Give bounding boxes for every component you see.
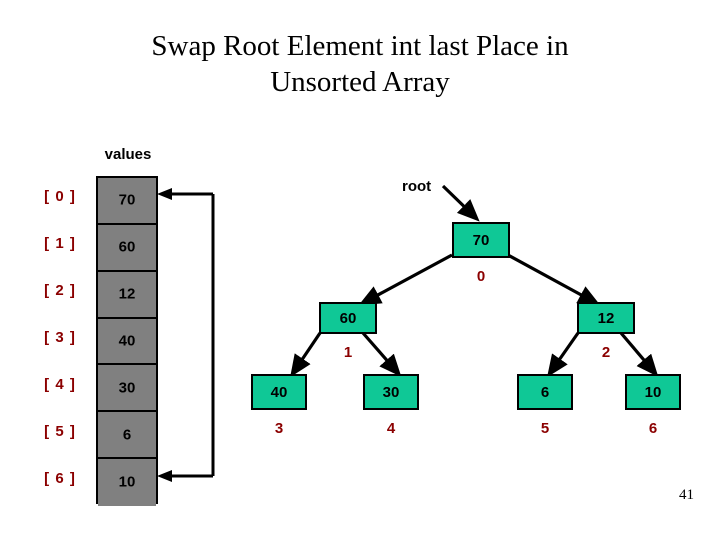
array-cell-3[interactable]: 40 (98, 318, 156, 366)
values-array: 70 60 12 40 30 6 10 (96, 176, 158, 506)
tree-node-value: 70 (472, 231, 490, 249)
array-index-5: [ 5 ] (44, 423, 76, 440)
tree-node-60[interactable]: 60 (319, 302, 377, 334)
array-index-0: [ 0 ] (44, 188, 76, 205)
page-number: 41 (679, 487, 694, 503)
root-pointer-arrow (441, 184, 480, 222)
tree-node-6[interactable]: 6 (517, 374, 573, 410)
tree-node-index-1: 1 (343, 344, 353, 361)
tree-node-value: 40 (270, 383, 288, 401)
tree-node-value: 6 (540, 383, 550, 401)
array-cell-2[interactable]: 12 (98, 271, 156, 319)
array-cell-value: 6 (122, 426, 132, 444)
tree-node-30[interactable]: 30 (363, 374, 419, 410)
edge-n1-n4 (361, 331, 402, 377)
array-cell-value: 12 (118, 285, 136, 303)
tree-node-10[interactable]: 10 (625, 374, 681, 410)
tree-node-index-0: 0 (476, 268, 486, 285)
tree-node-index-6: 6 (648, 420, 658, 437)
array-cell-value: 40 (118, 332, 136, 350)
array-index-6: [ 6 ] (44, 470, 76, 487)
tree-node-index-4: 4 (386, 420, 396, 437)
array-cell-4[interactable]: 30 (98, 365, 156, 413)
edge-n1-n3 (290, 332, 322, 378)
tree-node-12[interactable]: 12 (577, 302, 635, 334)
tree-node-70[interactable]: 70 (452, 222, 510, 258)
edge-n2-n6 (619, 331, 659, 377)
edge-n2-n5 (547, 332, 580, 378)
array-index-2: [ 2 ] (44, 282, 76, 299)
tree-node-value: 60 (339, 309, 357, 327)
page-title: Swap Root Element int last Place in Unso… (151, 30, 569, 98)
tree-node-index-3: 3 (274, 420, 284, 437)
tree-node-40[interactable]: 40 (251, 374, 307, 410)
swap-arrowhead-bottom (157, 470, 172, 482)
array-index-3: [ 3 ] (44, 329, 76, 346)
array-cell-value: 70 (118, 191, 136, 209)
array-cell-0[interactable]: 70 (98, 178, 156, 225)
tree-node-value: 30 (382, 383, 400, 401)
root-label: root (402, 178, 432, 195)
array-cell-value: 10 (118, 473, 136, 491)
array-cell-value: 60 (118, 238, 136, 256)
array-cell-5[interactable]: 6 (98, 412, 156, 460)
array-caption: values (104, 146, 152, 163)
array-index-4: [ 4 ] (44, 376, 76, 393)
edge-n0-n2 (507, 253, 601, 306)
swap-arrowhead-top (157, 188, 172, 200)
array-cell-6[interactable]: 10 (98, 459, 156, 506)
tree-node-index-5: 5 (540, 420, 550, 437)
array-index-1: [ 1 ] (44, 235, 76, 252)
tree-node-index-2: 2 (601, 344, 611, 361)
tree-node-value: 10 (644, 383, 662, 401)
array-cell-value: 30 (118, 379, 136, 397)
edge-n0-n1 (358, 253, 453, 306)
array-cell-1[interactable]: 60 (98, 224, 156, 272)
tree-node-value: 12 (597, 309, 615, 327)
swap-bracket-arrow (157, 188, 215, 482)
